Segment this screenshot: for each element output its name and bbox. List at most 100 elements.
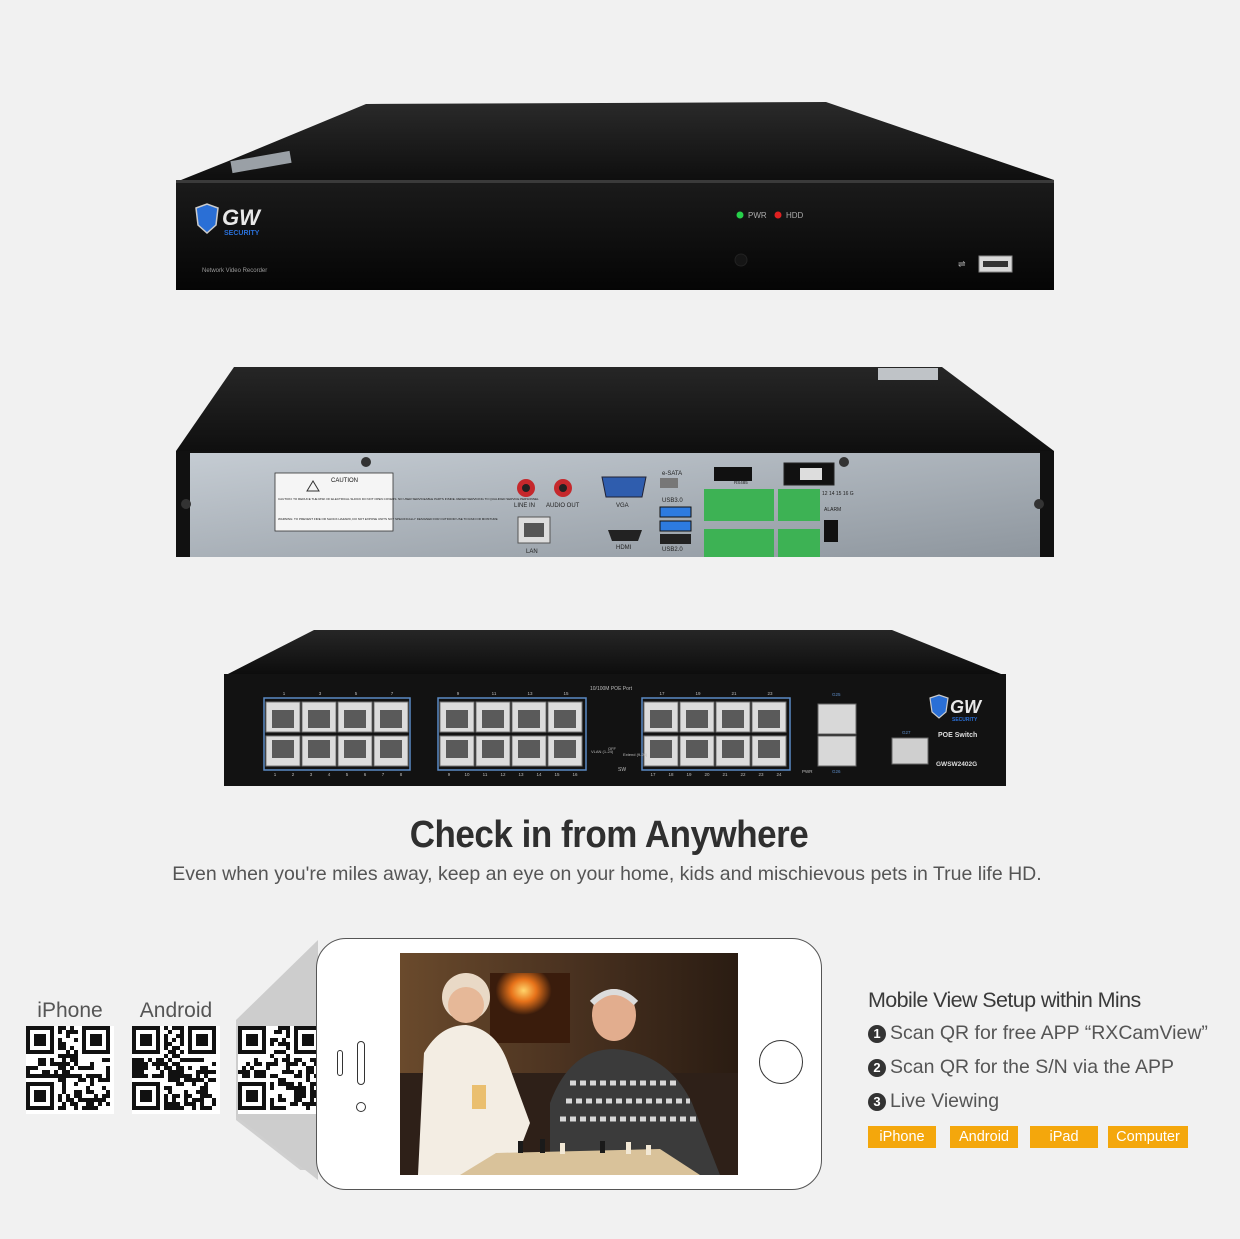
- alarm-terminal-block[interactable]: [704, 489, 820, 557]
- usb2-label: USB2.0: [662, 547, 683, 553]
- rj45-socket: [686, 740, 708, 758]
- platform-badge-ipad: iPad: [1030, 1126, 1098, 1148]
- rj45-socket: [758, 740, 780, 758]
- port-number: 17: [659, 691, 665, 696]
- rj45-socket: [446, 710, 468, 728]
- rj45-socket: [482, 740, 504, 758]
- phone-camera: [356, 1102, 366, 1112]
- poe-port-header: 10/100M POE Port: [590, 686, 633, 692]
- g25-label: G25: [832, 692, 841, 697]
- rj45-socket: [650, 710, 672, 728]
- usb2-port[interactable]: [660, 534, 691, 544]
- power-jack[interactable]: [824, 520, 838, 542]
- vga-port[interactable]: [601, 476, 647, 498]
- port-number: 19: [686, 772, 692, 777]
- rj45-socket: [308, 710, 330, 728]
- pwr-led-label: PWR: [748, 211, 767, 220]
- caution-label: CAUTION CAUTION: TO REDUCE THE RISK OF E…: [274, 472, 539, 532]
- logo-text: GW: [950, 697, 983, 717]
- port-number: 15: [554, 772, 560, 777]
- rj45-socket: [758, 710, 780, 728]
- phone-speaker: [357, 1041, 365, 1085]
- step-text: Scan QR for free APP “RXCamView”: [890, 1022, 1208, 1044]
- usb3-port[interactable]: [659, 520, 692, 532]
- nvr-front-view: GW SECURITY Network Video Recorder PWR H…: [176, 102, 1054, 290]
- rj45-socket: [650, 740, 672, 758]
- rj45-socket: [554, 740, 576, 758]
- chessboard: [460, 1149, 700, 1175]
- model-text: Network Video Recorder: [202, 268, 267, 274]
- uplink-port-g26[interactable]: [817, 735, 857, 767]
- ir-sensor: [734, 253, 748, 267]
- logo-text: GW: [222, 205, 262, 230]
- sfp-port-g27[interactable]: [891, 737, 929, 765]
- step-number: 1: [868, 1025, 886, 1043]
- vga-label: VGA: [616, 503, 629, 509]
- rj45-port-array: [265, 701, 787, 767]
- subheadline: Even when you're miles away, keep an eye…: [172, 863, 1042, 885]
- rs485-port[interactable]: [714, 467, 752, 481]
- qr-code-android[interactable]: [132, 1026, 220, 1114]
- shield-icon: [929, 694, 949, 719]
- port-number: 10: [464, 772, 470, 777]
- rj45-socket: [344, 710, 366, 728]
- esata-port[interactable]: [660, 478, 678, 488]
- rj45-socket: [344, 740, 366, 758]
- nvr-back-sticker: [878, 368, 938, 380]
- rj45-socket: [686, 710, 708, 728]
- port-number: 2: [292, 772, 295, 777]
- hdmi-port[interactable]: [608, 530, 642, 541]
- port-number: 13: [527, 691, 533, 696]
- port-number: 12: [500, 772, 506, 777]
- port-number: 19: [695, 691, 701, 696]
- rj45-socket: [518, 740, 540, 758]
- rj45-socket: [272, 740, 294, 758]
- port-number: 23: [758, 772, 764, 777]
- port-number: 24: [776, 772, 782, 777]
- headline: Check in from Anywhere: [409, 814, 809, 856]
- port-number: 5: [346, 772, 349, 777]
- platform-badge-computer: Computer: [1108, 1126, 1188, 1148]
- port-number: 17: [650, 772, 656, 777]
- hdd-led-label: HDD: [786, 211, 804, 220]
- qr-code-sn[interactable]: [238, 1026, 318, 1114]
- rj45-socket: [272, 710, 294, 728]
- phone-home-button: [759, 1040, 803, 1084]
- logo-subtext: SECURITY: [224, 230, 260, 237]
- sw-label: SW: [618, 767, 626, 773]
- port-number: 9: [448, 772, 451, 777]
- port-number: 14: [536, 772, 542, 777]
- audio-out-label: AUDIO OUT: [546, 503, 580, 509]
- qr-code-iphone[interactable]: [26, 1026, 114, 1114]
- usb3-port[interactable]: [659, 506, 692, 518]
- qr-label-android: Android: [139, 999, 213, 1022]
- port-number: 16: [572, 772, 578, 777]
- gw-logo: GW SECURITY: [195, 203, 262, 237]
- rj45-socket: [308, 740, 330, 758]
- fireplace: [490, 973, 570, 1043]
- step-number: 3: [868, 1093, 886, 1111]
- vlan-label: VLAN (1-24): [591, 749, 614, 754]
- g27-label: G27: [902, 730, 911, 735]
- rj45-socket: [380, 710, 402, 728]
- screw: [361, 457, 371, 467]
- usb3-label: USB3.0: [662, 498, 683, 504]
- poe-top-cover: [224, 630, 1006, 676]
- rj45-socket: [518, 710, 540, 728]
- uplink-port-g25[interactable]: [817, 703, 857, 735]
- rs485-label: RS485: [734, 480, 748, 485]
- port-number: 11: [492, 691, 497, 696]
- rj45-socket: [722, 710, 744, 728]
- port-group-9-16: [437, 697, 587, 771]
- pwr-label: PWR: [802, 769, 813, 774]
- pwr-led: [736, 211, 744, 219]
- phone-speaker: [337, 1050, 343, 1076]
- step-number: 2: [868, 1059, 886, 1077]
- live-view-photo: [400, 953, 738, 1175]
- port-number: 9: [457, 691, 460, 696]
- nvr-back-view: CAUTION CAUTION: TO REDUCE THE RISK OF E…: [176, 367, 1054, 557]
